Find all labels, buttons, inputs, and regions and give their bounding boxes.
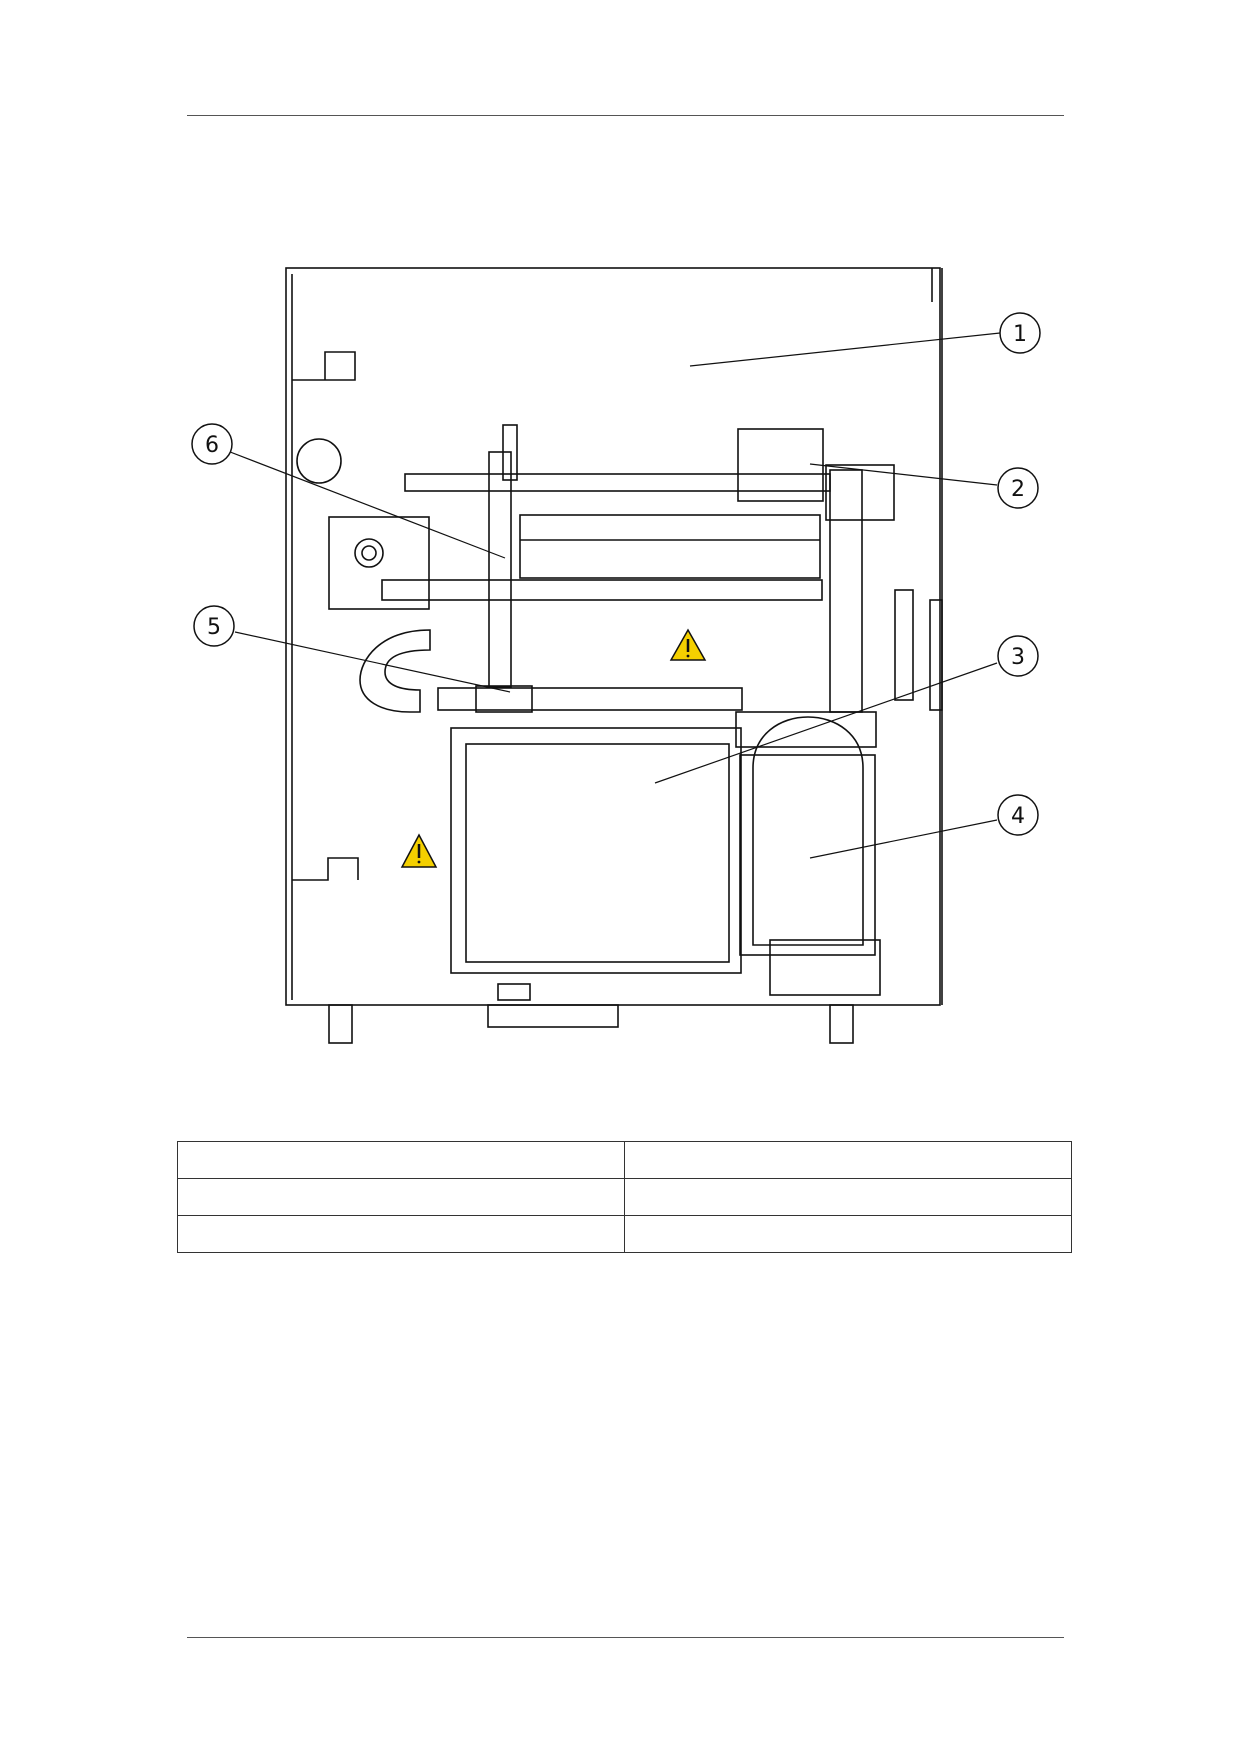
warning-triangle-icon [669,628,707,661]
table-cell [177,1141,625,1179]
table-cell [624,1215,1072,1253]
callout-6-label: 6 [205,433,219,458]
parts-table [177,1141,1072,1253]
table-cell [177,1215,625,1253]
footer-rule [187,1637,1064,1638]
callout-3-label: 3 [1011,645,1025,670]
housing-outline [285,267,943,1006]
leader-lines [224,332,1001,859]
table-cell [177,1178,625,1216]
callout-1-label: 1 [1013,322,1027,347]
round-port [296,438,342,484]
table-cell [624,1178,1072,1216]
table-row [177,1215,1072,1253]
table-cell [624,1141,1072,1179]
tubing-loop [359,629,431,713]
header-rule [187,115,1064,116]
callout-2-label: 2 [1011,477,1025,502]
callout-1: 1 [999,312,1041,354]
feet [328,983,854,1044]
left-bracket-top [292,351,356,381]
probe-arm [475,424,533,713]
callout-5: 5 [193,605,235,647]
sample-tray [437,687,743,974]
pump-block [328,516,430,610]
callout-4: 4 [997,794,1039,836]
side-connector [894,589,943,711]
callout-2: 2 [997,467,1039,509]
reagent-cylinder [735,711,881,996]
left-bracket-bottom [292,857,359,881]
warning-triangle-icon [400,833,438,868]
callout-3: 3 [997,635,1039,677]
callout-6: 6 [191,423,233,465]
table-row [177,1141,1072,1179]
vertical-drive [737,428,895,713]
table-row [177,1178,1072,1216]
callout-4-label: 4 [1011,804,1025,829]
callout-5-label: 5 [207,615,221,640]
